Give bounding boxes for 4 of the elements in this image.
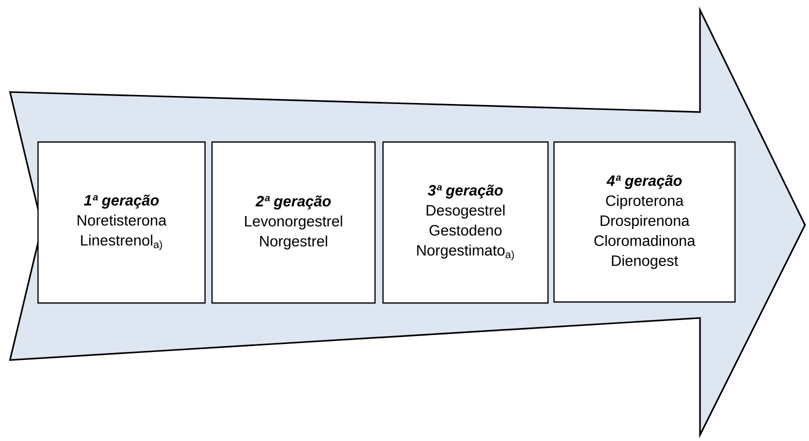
generation-box: 1ª geração Noretisterona Linestrenol$_{a)}$ [37, 141, 206, 304]
generation-box: 4ª geração Ciproterona Drospirenona Cloromadinona Dienogest [553, 141, 736, 303]
generation-box: 2ª geração Levonorgestrel Norgestrel [211, 141, 376, 304]
generation-box: 3ª geração Desogestrel Gestodeno Norgestimato$_{a)}$ [382, 141, 549, 304]
